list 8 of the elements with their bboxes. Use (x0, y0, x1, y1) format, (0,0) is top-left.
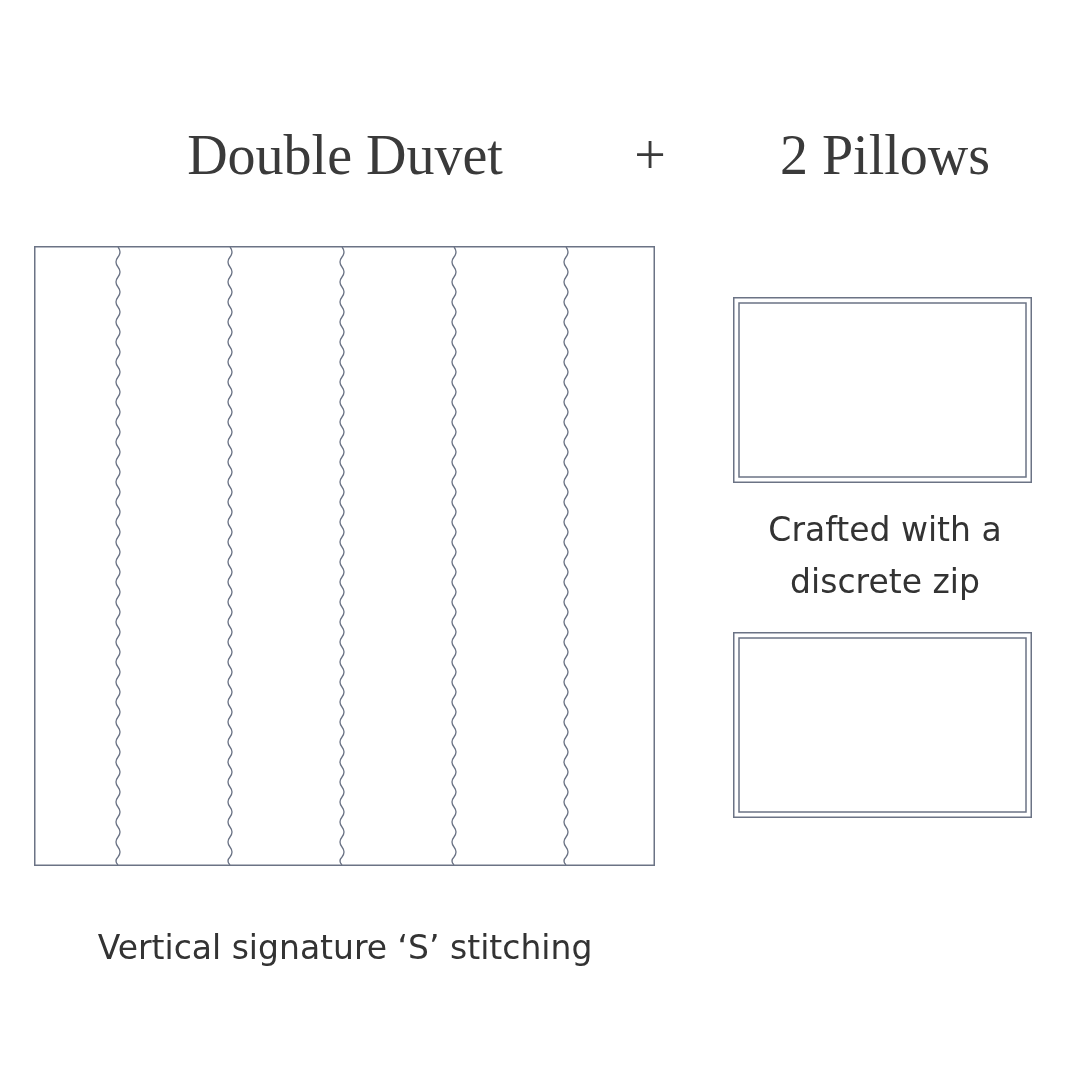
drawing-caption: Vertical signature ‘S’ stitching (96, 927, 594, 969)
pillow-drawing (733, 297, 1032, 483)
product-title: 2 Pillows (778, 123, 992, 187)
plus-sign: + (633, 123, 667, 187)
feature-caption: Crafted with a discrete zip (767, 509, 1003, 603)
product-title: Double Duvet (186, 123, 504, 187)
pillow-drawing (733, 632, 1032, 818)
duvet-drawing (34, 246, 655, 866)
